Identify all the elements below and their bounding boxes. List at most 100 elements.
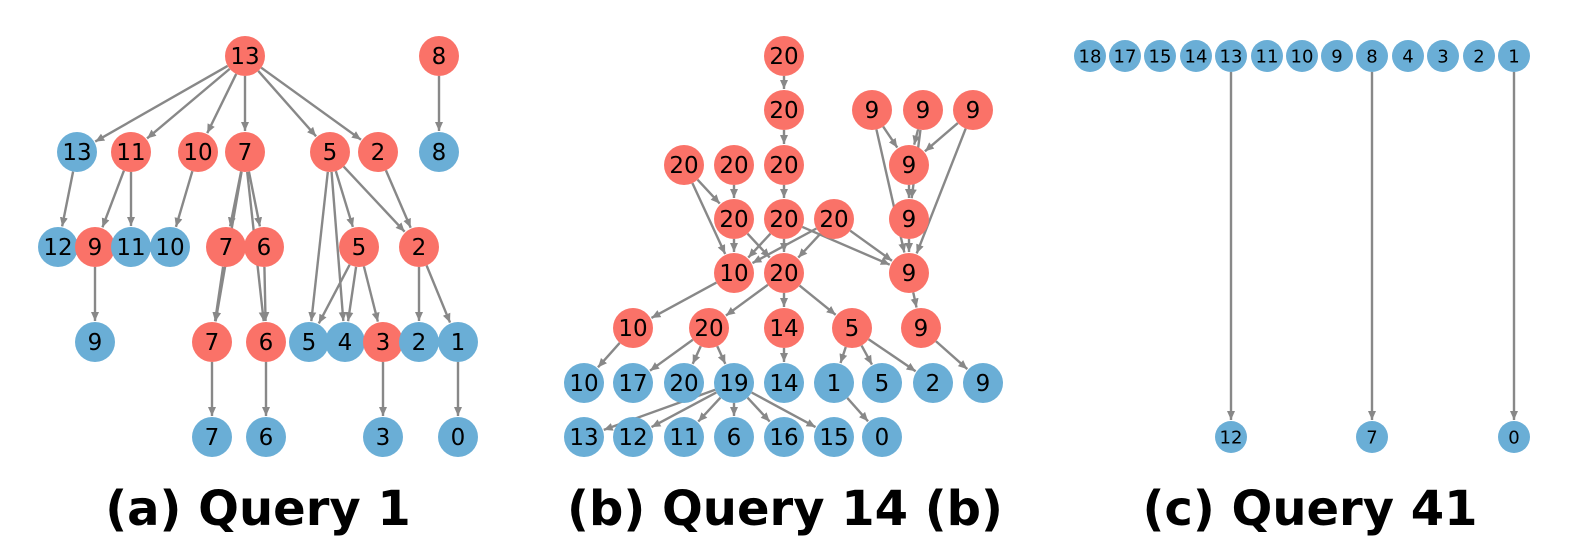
- node-label: 3: [376, 330, 391, 356]
- node-label: 16: [769, 425, 798, 451]
- node-circle: [862, 363, 902, 403]
- node-circle: [438, 417, 478, 457]
- node-circle: [111, 132, 151, 172]
- node-b_b16: 16: [764, 417, 804, 457]
- node-a_r7: 7: [225, 132, 265, 172]
- node-circle: [339, 227, 379, 267]
- node-circle: [325, 322, 365, 362]
- node-circle: [1074, 40, 1106, 72]
- node-circle: [1251, 40, 1283, 72]
- edge-b_r9g-to-b_b9: [935, 340, 969, 370]
- node-circle: [564, 417, 604, 457]
- node-circle: [832, 308, 872, 348]
- node-label: 1: [1508, 47, 1519, 68]
- node-a_r8: 8: [419, 36, 459, 76]
- node-circle: [310, 132, 350, 172]
- node-label: 20: [769, 261, 798, 287]
- node-label: 7: [219, 235, 234, 261]
- node-label: 15: [1149, 47, 1172, 68]
- edge-b_r5-to-b_b5: [860, 344, 873, 366]
- edge-b_r9c-to-b_r9f: [915, 128, 967, 254]
- node-label: 9: [976, 371, 991, 397]
- node-circle: [664, 417, 704, 457]
- node-label: 20: [669, 153, 698, 179]
- edge-b_r20j-to-b_b20: [691, 345, 702, 365]
- node-label: 5: [352, 235, 367, 261]
- node-a_b7: 7: [192, 417, 232, 457]
- edge-b_r20j-to-b_b19: [716, 345, 727, 365]
- node-label: 11: [1256, 47, 1279, 68]
- node-a_r6: 6: [244, 227, 284, 267]
- node-circle: [1286, 40, 1318, 72]
- node-label: 8: [432, 140, 447, 166]
- node-circle: [764, 90, 804, 130]
- node-label: 9: [966, 98, 981, 124]
- node-label: 7: [1366, 428, 1377, 449]
- edge-b_b19-to-b_b11: [697, 396, 722, 423]
- node-a_b2: 2: [399, 322, 439, 362]
- node-label: 14: [769, 316, 798, 342]
- node-circle: [1215, 421, 1247, 453]
- edge-a_b13-to-a_b12: [59, 171, 75, 227]
- node-label: 9: [914, 316, 929, 342]
- node-a_b8: 8: [419, 132, 459, 172]
- node-label: 5: [845, 316, 860, 342]
- node-circle: [963, 363, 1003, 403]
- node-label: 12: [618, 425, 647, 451]
- edge-a_r5b-to-a_b5: [317, 264, 351, 324]
- node-circle: [38, 227, 78, 267]
- node-b_b10: 10: [564, 363, 604, 403]
- node-c_0: 0: [1498, 421, 1530, 453]
- edge-b_r5-to-b_b1: [839, 346, 848, 364]
- node-label: 10: [618, 316, 647, 342]
- node-label: 0: [875, 425, 890, 451]
- node-label: 10: [569, 371, 598, 397]
- node-label: 3: [376, 425, 391, 451]
- node-label: 10: [155, 235, 184, 261]
- node-b_b12: 12: [613, 417, 653, 457]
- node-a_r11: 11: [111, 132, 151, 172]
- node-label: 12: [43, 235, 72, 261]
- node-circle: [613, 308, 653, 348]
- node-c_10: 10: [1286, 40, 1318, 72]
- node-label: 13: [1220, 47, 1243, 68]
- node-circle: [903, 90, 943, 130]
- edge-a_r11-to-a_r9: [101, 170, 126, 228]
- node-a_b10: 10: [150, 227, 190, 267]
- node-circle: [764, 253, 804, 293]
- edge-b_b1-to-b_b0: [846, 397, 869, 423]
- edge-a_r13-to-a_b13: [94, 64, 229, 143]
- node-circle: [438, 322, 478, 362]
- node-a_r7b: 7: [206, 227, 246, 267]
- node-a_b11: 11: [111, 227, 151, 267]
- node-label: 20: [719, 207, 748, 233]
- node-label: 5: [875, 371, 890, 397]
- node-label: 11: [669, 425, 698, 451]
- edge-b_r20h-to-b_r10a: [751, 227, 817, 265]
- node-circle: [664, 145, 704, 185]
- node-circle: [225, 36, 265, 76]
- node-c_8: 8: [1356, 40, 1388, 72]
- edge-b_r20j-to-b_b17: [649, 338, 694, 372]
- node-c_4: 4: [1392, 40, 1424, 72]
- node-a_r6b: 6: [246, 322, 286, 362]
- node-c_18: 18: [1074, 40, 1106, 72]
- node-a_r9: 9: [75, 227, 115, 267]
- edge-b_r20i-to-b_r20j: [725, 283, 769, 317]
- node-label: 14: [1185, 47, 1208, 68]
- node-b_b6: 6: [714, 417, 754, 457]
- node-circle: [814, 417, 854, 457]
- node-c_12: 12: [1215, 421, 1247, 453]
- node-c_9: 9: [1321, 40, 1353, 72]
- node-label: 9: [916, 98, 931, 124]
- node-circle: [358, 132, 398, 172]
- node-label: 20: [719, 153, 748, 179]
- node-b_b5: 5: [862, 363, 902, 403]
- edge-b_r20g-to-b_r9f: [801, 225, 891, 266]
- node-circle: [419, 36, 459, 76]
- node-b_r20d: 20: [714, 145, 754, 185]
- node-circle: [1215, 40, 1247, 72]
- node-a_b1: 1: [438, 322, 478, 362]
- caption-query-1: (a) Query 1: [105, 481, 411, 537]
- node-b_r10a: 10: [714, 253, 754, 293]
